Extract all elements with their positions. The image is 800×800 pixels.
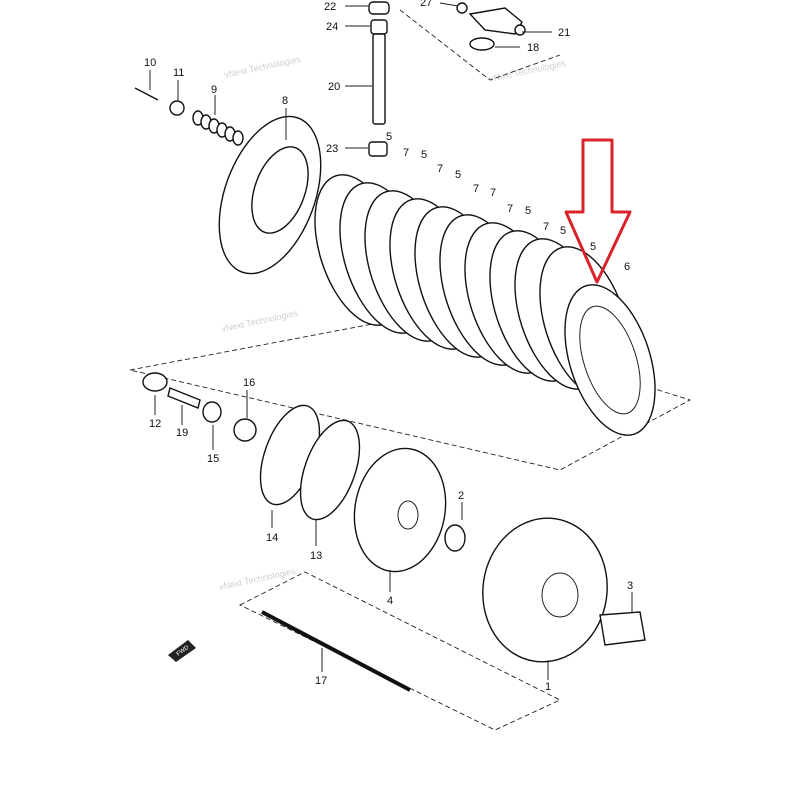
callout-5-d: 5 [525, 205, 531, 217]
callout-27: 27 [420, 0, 432, 9]
part-3-sleeve [599, 611, 646, 646]
callout-19: 19 [176, 427, 188, 439]
callouts: 22 24 20 23 27 21 18 10 11 9 8 5 7 5 7 5… [144, 0, 633, 693]
plate-part-6 [564, 284, 656, 436]
plate-stack-frame [129, 314, 692, 471]
callout-23: 23 [326, 143, 338, 155]
callout-3: 3 [627, 580, 633, 592]
part-24-bearing [370, 19, 388, 35]
callout-20: 20 [328, 81, 340, 93]
callout-17: 17 [315, 675, 327, 687]
callout-24: 24 [326, 21, 338, 33]
callout-5-b: 5 [421, 149, 427, 161]
part-17-pushrod [261, 610, 411, 692]
callout-7-d: 7 [490, 187, 496, 199]
callout-5-f: 5 [590, 241, 596, 253]
callout-9: 9 [211, 84, 217, 96]
plate-part-6-inner [579, 305, 641, 415]
callout-18: 18 [527, 42, 539, 54]
pressure-plate-hardware [134, 87, 322, 275]
clutch-housing [261, 517, 646, 692]
callout-7-e: 7 [507, 203, 513, 215]
lever-frame-line [399, 9, 561, 81]
callout-7-b: 7 [437, 163, 443, 175]
callout-15: 15 [207, 453, 219, 465]
part-1-housing [482, 517, 608, 663]
part-19-bolt [167, 387, 201, 409]
highlight-arrow [564, 138, 632, 284]
watermark-3: vNext Technologies [220, 308, 299, 334]
clutch-plate-stack [314, 174, 656, 436]
callout-13: 13 [310, 550, 322, 562]
callout-4: 4 [387, 595, 393, 607]
part-18-washer [469, 37, 495, 51]
fwd-arrow-icon [168, 640, 196, 662]
callout-21: 21 [558, 27, 570, 39]
part-21-pivot [514, 24, 526, 36]
part-1-housing-gear [541, 572, 579, 618]
callout-7-a: 7 [403, 147, 409, 159]
callout-12: 12 [149, 418, 161, 430]
part-21-lever [468, 7, 523, 35]
callout-8: 8 [282, 95, 288, 107]
part-2-washer [444, 524, 466, 552]
callout-11: 11 [173, 67, 184, 79]
callout-10: 10 [144, 57, 156, 69]
callout-5-e: 5 [560, 225, 566, 237]
callout-16: 16 [243, 377, 255, 389]
part-12-bearing [142, 372, 168, 392]
part-15-nut [202, 401, 222, 423]
callout-22: 22 [324, 1, 336, 13]
callout-14: 14 [266, 532, 278, 544]
part-16-lockwasher [233, 418, 257, 442]
release-shaft-group [368, 1, 526, 157]
callout-2: 2 [458, 490, 464, 502]
callout-1: 1 [545, 681, 551, 693]
part-20-shaft [372, 33, 386, 125]
part-4-hub [353, 447, 447, 573]
part-11-washer [169, 100, 185, 116]
fwd-indicator: FWD [168, 640, 196, 662]
callout-6: 6 [624, 261, 630, 273]
part-13-ring [299, 419, 361, 521]
part-9-spring [192, 110, 244, 146]
part-8-pressure-plate-hub [251, 146, 309, 234]
watermark-5: vNext Technologies [218, 566, 297, 592]
part-23-bearing [368, 141, 388, 157]
callout-5-a: 5 [386, 131, 392, 143]
part-4-hub-center [397, 500, 419, 530]
red-arrow-icon [564, 138, 632, 284]
part-10-bolt [134, 87, 159, 101]
callout-7-f: 7 [543, 221, 549, 233]
part-22-bearing [368, 1, 390, 15]
watermark-2: vNext Technologies [488, 58, 567, 84]
leader-lines [149, 2, 633, 680]
hub-hardware [142, 372, 466, 573]
watermark-1: vNext Technologies [223, 54, 302, 80]
part-27-bolt [456, 2, 468, 14]
callout-7-c: 7 [473, 183, 479, 195]
callout-5-c: 5 [455, 169, 461, 181]
